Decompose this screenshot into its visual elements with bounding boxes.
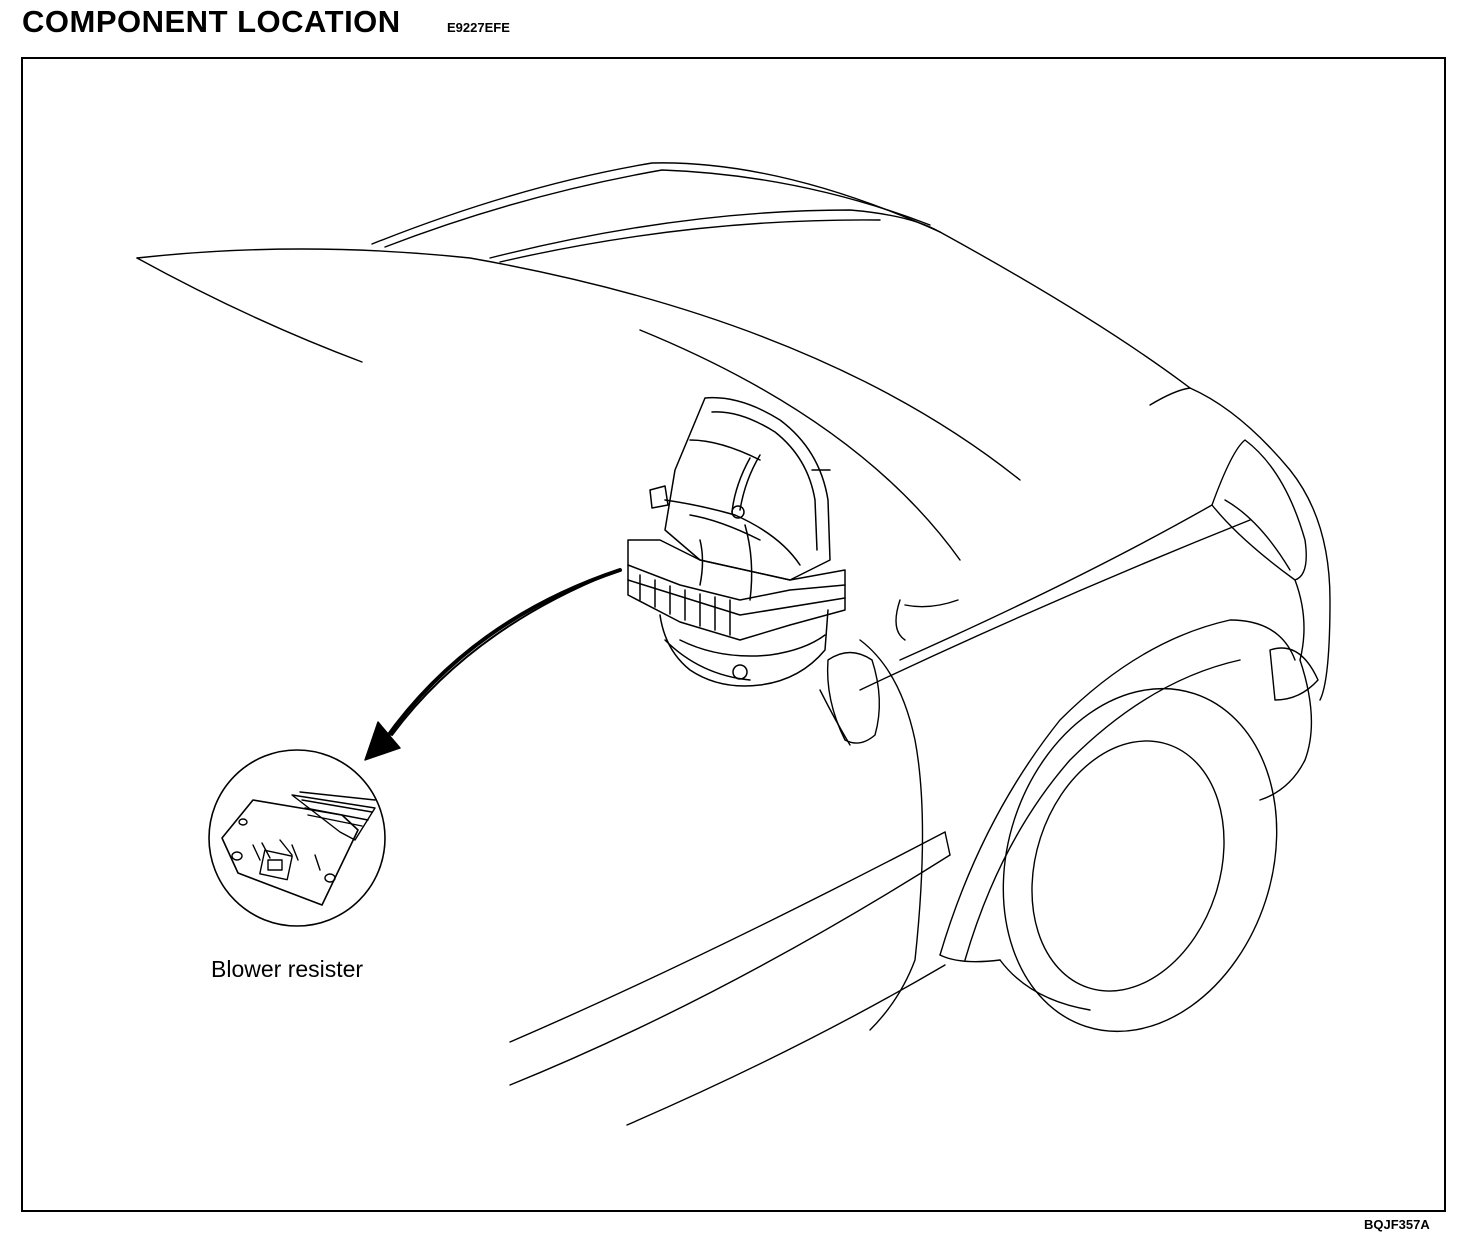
section-code: E9227EFE xyxy=(447,20,510,35)
diagram-frame xyxy=(21,57,1446,1212)
blower-resister-label: Blower resister xyxy=(211,956,364,982)
page-title: COMPONENT LOCATION xyxy=(22,4,401,39)
blower-resistor-detail-icon xyxy=(208,749,386,927)
pointer-arrow-icon xyxy=(364,568,622,761)
figure-reference: BQJF357A xyxy=(1364,1217,1430,1232)
car-body-outline-icon xyxy=(136,162,1331,1126)
blower-unit-icon xyxy=(627,396,846,687)
